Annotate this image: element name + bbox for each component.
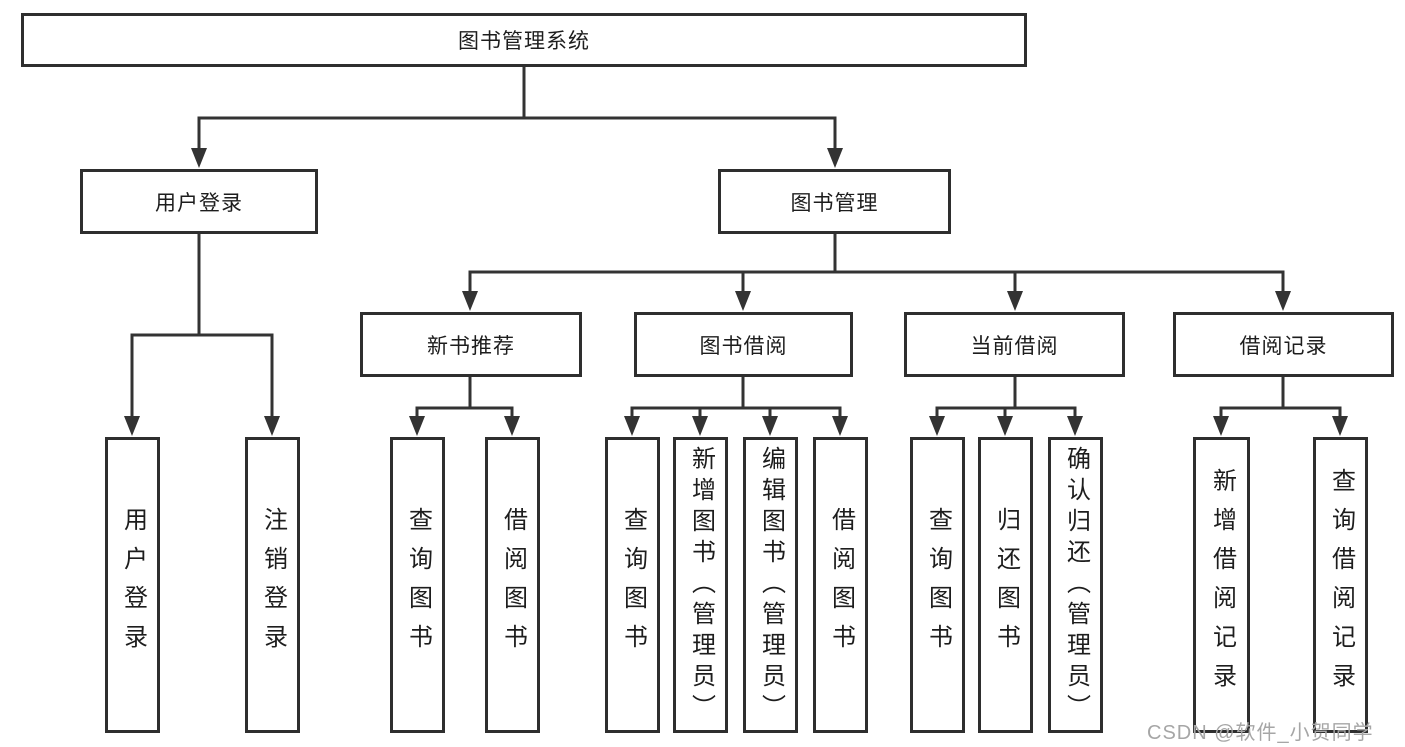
arrow-down-icon: [504, 416, 520, 436]
leaf-add-books-admin: 新增图书（管理员）: [673, 437, 728, 733]
node-book-borrowing: 图书借阅: [634, 312, 853, 377]
node-current-borrowing: 当前借阅: [904, 312, 1125, 377]
leaf-return-books: 归还图书: [978, 437, 1033, 733]
arrow-down-icon: [1007, 291, 1023, 311]
arrow-down-icon: [762, 416, 778, 436]
arrow-down-icon: [692, 416, 708, 436]
arrow-down-icon: [735, 291, 751, 311]
arrow-down-icon: [997, 416, 1013, 436]
arrow-down-icon: [624, 416, 640, 436]
leaf-edit-books-admin: 编辑图书（管理员）: [743, 437, 798, 733]
node-borrow-records: 借阅记录: [1173, 312, 1394, 377]
leaf-query-books-current: 查询图书: [910, 437, 965, 733]
leaf-add-borrow-record: 新增借阅记录: [1193, 437, 1250, 733]
leaf-borrow-books-recommend: 借阅图书: [485, 437, 540, 733]
connector-path: [130, 67, 1342, 416]
node-library-system: 图书管理系统: [21, 13, 1027, 67]
leaf-query-borrow-record: 查询借阅记录: [1313, 437, 1368, 733]
node-new-book-recommend: 新书推荐: [360, 312, 582, 377]
arrow-down-icon: [929, 416, 945, 436]
arrow-down-icon: [191, 148, 207, 168]
node-user-login: 用户登录: [80, 169, 318, 234]
leaf-query-books-borrowing: 查询图书: [605, 437, 660, 733]
arrowheads: [124, 148, 1348, 436]
arrow-down-icon: [409, 416, 425, 436]
arrow-down-icon: [832, 416, 848, 436]
arrow-down-icon: [462, 291, 478, 311]
leaf-confirm-return-admin: 确认归还（管理员）: [1048, 437, 1103, 733]
arrow-down-icon: [827, 148, 843, 168]
arrow-down-icon: [1275, 291, 1291, 311]
leaf-query-books-recommend: 查询图书: [390, 437, 445, 733]
leaf-logout: 注销登录: [245, 437, 300, 733]
leaf-user-login: 用户登录: [105, 437, 160, 733]
arrow-down-icon: [1067, 416, 1083, 436]
arrow-down-icon: [264, 416, 280, 436]
arrow-down-icon: [1332, 416, 1348, 436]
leaf-borrow-books: 借阅图书: [813, 437, 868, 733]
node-book-management: 图书管理: [718, 169, 951, 234]
csdn-watermark: CSDN @软件_小贺同学: [1147, 722, 1374, 744]
arrow-down-icon: [1213, 416, 1229, 436]
arrow-down-icon: [124, 416, 140, 436]
